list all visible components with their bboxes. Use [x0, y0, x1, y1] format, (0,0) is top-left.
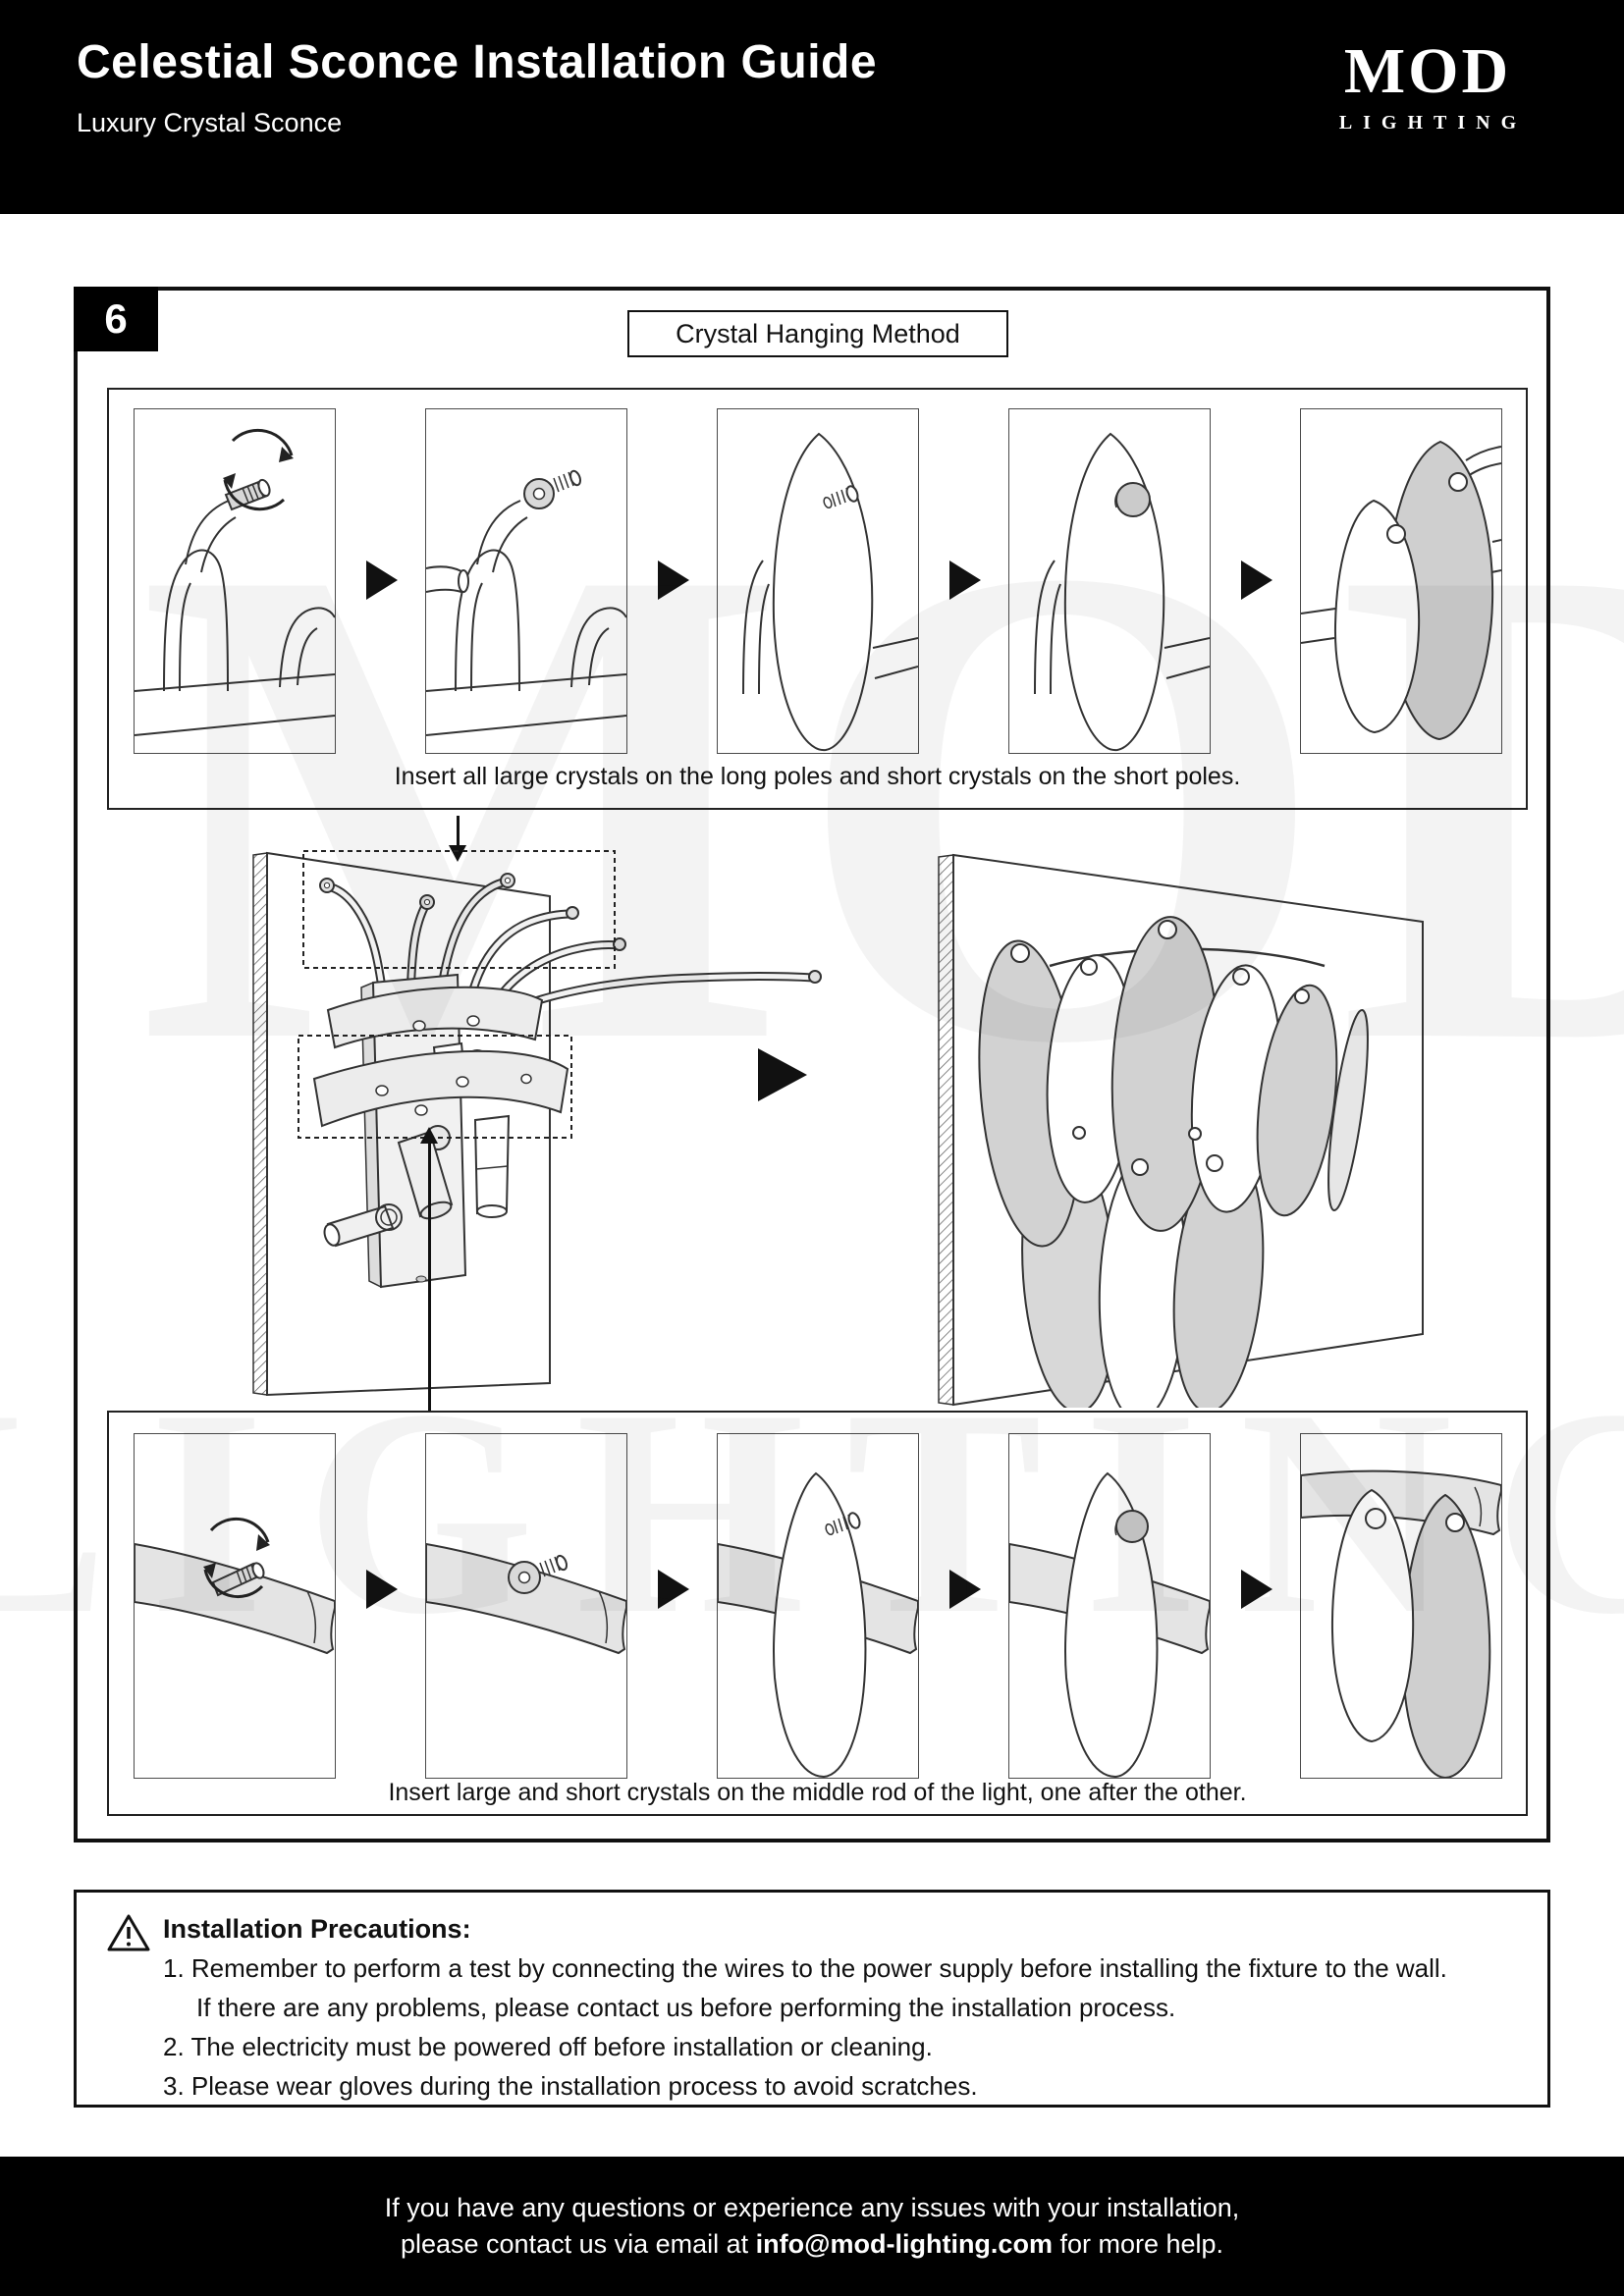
- step-title: Crystal Hanging Method: [676, 318, 960, 348]
- flow-arrow-icon: [949, 1570, 981, 1609]
- precaution-item: 2. The electricity must be powered off b…: [163, 2032, 933, 2061]
- flow-arrow-icon: [658, 1570, 689, 1609]
- crystal-holes: [1010, 920, 1310, 1176]
- flow-arrow-icon: [949, 561, 981, 600]
- panel-row1-step5: [1300, 408, 1502, 754]
- short-crystal: [1333, 499, 1421, 734]
- crystal-on-rod-illustration: [718, 1471, 918, 1778]
- panel-row1-step4: [1008, 408, 1211, 754]
- cap-button: [1115, 482, 1151, 517]
- footer-contact-suffix: for more help.: [1052, 2229, 1224, 2259]
- large-crystal: [773, 1471, 867, 1778]
- large-crystal: [1064, 1471, 1159, 1778]
- crystal-hole: [1448, 472, 1468, 492]
- up-arrow-icon: [420, 1127, 438, 1144]
- crystal-capped-illustration: [1009, 1471, 1210, 1778]
- footer-contact-text: please contact us via email at: [400, 2229, 756, 2259]
- panel-row2-step2: [425, 1433, 627, 1779]
- step-section: 6 Crystal Hanging Method: [74, 287, 1550, 1842]
- footer-line2: please contact us via email at info@mod-…: [401, 2229, 1223, 2260]
- precaution-item-continued: If there are any problems, please contac…: [196, 1993, 1176, 2022]
- crystal-hole: [1445, 1513, 1465, 1532]
- brand-logo-text: MOD: [1343, 35, 1512, 107]
- flow-arrow-icon: [366, 561, 398, 600]
- two-crystals-illustration: [1301, 440, 1501, 741]
- washer-on-pole-illustration: [426, 469, 626, 736]
- panel-row1-step1: [134, 408, 336, 754]
- large-gray-crystal: [1401, 1493, 1491, 1778]
- dotted-box-middle-rod: [298, 1035, 572, 1139]
- precautions-box: Installation Precautions: 1. Remember to…: [74, 1890, 1550, 2108]
- rotation-arrows-icon: [223, 428, 294, 511]
- washer-on-rod-illustration: [426, 1542, 626, 1655]
- brand-logo-subtext: LIGHTING: [1338, 112, 1528, 133]
- precautions-title: Installation Precautions:: [163, 1914, 471, 1944]
- frame-behind: [1034, 560, 1210, 695]
- flow-arrow-icon: [366, 1570, 398, 1609]
- flow-arrow-icon: [758, 1048, 807, 1101]
- wall-hatch: [252, 852, 268, 1396]
- short-crystal: [1330, 1488, 1415, 1743]
- header: Celestial Sconce Installation Guide Luxu…: [0, 0, 1624, 214]
- upper-band: [326, 986, 544, 1049]
- crystal-hole: [1365, 1508, 1386, 1529]
- middle-band: [426, 1542, 626, 1655]
- warning-icon: [107, 1914, 150, 1951]
- flow-arrow-icon: [1241, 561, 1272, 600]
- sconce-frame: [135, 500, 335, 736]
- step-number: 6: [104, 295, 128, 342]
- contact-email: info@mod-lighting.com: [755, 2229, 1053, 2259]
- crystal-on-pole-illustration: [742, 432, 918, 752]
- flow-arrow-icon: [658, 561, 689, 600]
- panel-row2-step3: [717, 1433, 919, 1779]
- candle-tube: [473, 1114, 511, 1215]
- rotate-rod-illustration: [135, 1517, 335, 1655]
- doc-title: Celestial Sconce Installation Guide: [77, 36, 878, 88]
- step-title-box: Crystal Hanging Method: [627, 310, 1008, 357]
- finished-sconce-diagram: [938, 853, 1424, 1408]
- cap-button: [1115, 1510, 1149, 1543]
- down-arrow-icon: [449, 845, 466, 862]
- connector-line: [457, 816, 460, 847]
- footer: If you have any questions or experience …: [0, 2157, 1624, 2296]
- crystal-hole: [1386, 524, 1406, 544]
- large-crystal: [772, 432, 874, 752]
- middle-band: [1301, 1469, 1501, 1536]
- connector-line: [428, 1143, 431, 1412]
- panel-row2-step4: [1008, 1433, 1211, 1779]
- pole-rods: [319, 873, 822, 1017]
- large-crystal: [1063, 432, 1165, 752]
- middle-band: [312, 1049, 569, 1128]
- hanging-crystals-illustration: [1301, 1469, 1501, 1778]
- precaution-item: 3. Please wear gloves during the install…: [163, 2071, 978, 2101]
- instruction-row-bottom: Insert large and short crystals on the m…: [107, 1411, 1528, 1816]
- step-number-badge: 6: [74, 287, 158, 351]
- row2-caption: Insert large and short crystals on the m…: [388, 1779, 1247, 1806]
- sconce-assembly-diagram: [252, 850, 822, 1397]
- crystal-capped-illustration: [1034, 432, 1210, 752]
- frame-behind: [742, 560, 918, 695]
- instruction-row-top: Insert all large crystals on the long po…: [107, 388, 1528, 810]
- row1-caption: Insert all large crystals on the long po…: [394, 763, 1241, 790]
- tilted-candle-tube: [397, 1130, 454, 1218]
- rotation-arrows-icon: [203, 1517, 270, 1599]
- wall-hatch: [938, 854, 954, 1406]
- precaution-item: 1. Remember to perform a test by connect…: [163, 1953, 1447, 1983]
- middle-band: [135, 1542, 335, 1655]
- doc-subtitle: Luxury Crystal Sconce: [77, 108, 343, 137]
- brand-logo: MOD LIGHTING: [1300, 39, 1555, 134]
- panel-row2-step1: [134, 1433, 336, 1779]
- rotate-pole-illustration: [135, 428, 335, 736]
- panel-row1-step3: [717, 408, 919, 754]
- panel-row1-step2: [425, 408, 627, 754]
- footer-line1: If you have any questions or experience …: [384, 2193, 1240, 2222]
- panel-row2-step5: [1300, 1433, 1502, 1779]
- frame-behind: [1301, 446, 1501, 644]
- sconce-frame: [426, 500, 626, 736]
- dotted-box-poles: [302, 850, 616, 969]
- flow-arrow-icon: [1241, 1570, 1272, 1609]
- crystal-edge: [1327, 1008, 1369, 1212]
